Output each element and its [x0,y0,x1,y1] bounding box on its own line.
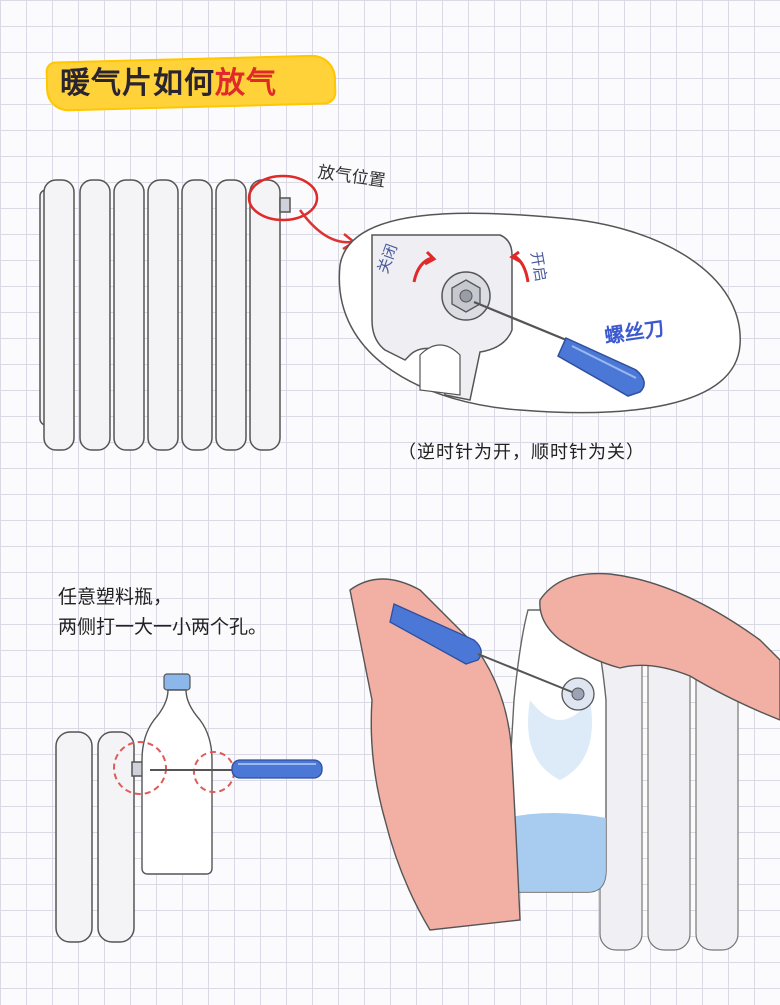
screwdriver-small [150,759,323,779]
zoom-bubble [338,212,741,414]
direction-note: （逆时针为开，顺时针为关） [398,442,645,463]
pointer-arrow [298,209,353,244]
page-title: 暖气片如何放气 [60,64,277,104]
bottle-instruction-line2: 两侧打一大一小两个孔。 [58,616,268,638]
radiator-top [39,179,291,451]
hole-large-circle [113,741,167,795]
hands-scene [349,572,780,951]
bottle-instruction-line1: 任意塑料瓶， [58,586,173,608]
plastic-bottle [141,673,213,875]
title-main: 暖气片如何 [60,66,215,101]
title-accent: 放气 [215,66,277,101]
radiator-bottom-left [55,731,151,943]
vent-highlight-circle [247,174,319,222]
